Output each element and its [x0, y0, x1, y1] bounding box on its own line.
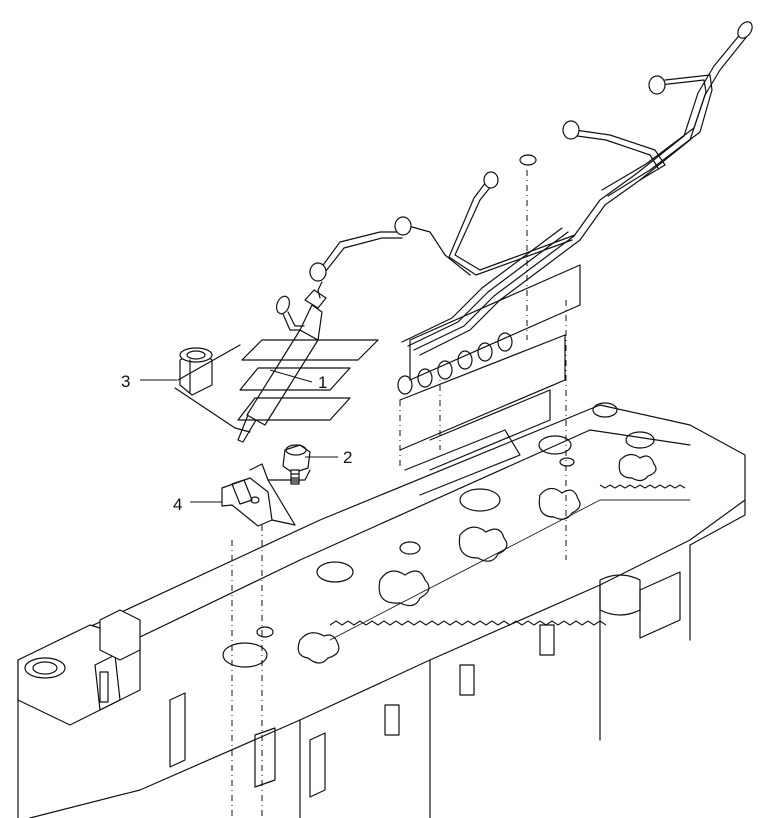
- callout-1: 1: [318, 373, 327, 392]
- callout-4: 4: [173, 495, 182, 514]
- clamp-bolt: [282, 444, 311, 485]
- cylinder-head: [17, 170, 746, 818]
- leader-1: [269, 369, 313, 383]
- injection-pipe-bundle: [309, 21, 753, 496]
- seal-washer-plates: [237, 339, 379, 421]
- callout-2: 2: [343, 448, 352, 467]
- callout-3: 3: [121, 372, 130, 391]
- rail-nut-row: [397, 332, 513, 395]
- gasket-strip: [329, 620, 607, 626]
- injector-sleeve: [174, 344, 251, 433]
- injector-clamp: [221, 463, 311, 527]
- fuel-injector: [237, 281, 327, 443]
- pipe-fitting: [309, 21, 753, 282]
- leader-lines: [140, 369, 338, 503]
